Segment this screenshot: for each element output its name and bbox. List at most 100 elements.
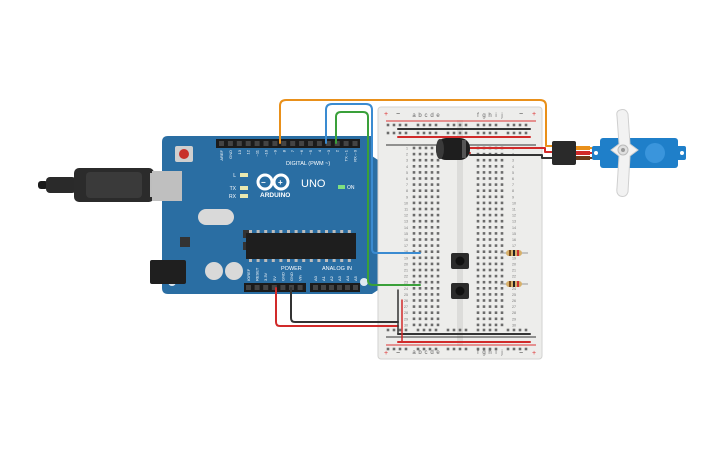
header-pin[interactable] — [353, 285, 358, 290]
capacitor — [205, 262, 223, 280]
header-pin[interactable] — [352, 141, 358, 146]
resistor[interactable] — [500, 250, 528, 256]
header-pin[interactable] — [321, 285, 326, 290]
row-number: 21 — [512, 269, 516, 273]
header-pin[interactable] — [343, 141, 349, 146]
push-button[interactable] — [451, 253, 469, 269]
row-number: 3 — [406, 159, 408, 163]
wire-green[interactable] — [335, 111, 421, 286]
row-number: 29 — [512, 317, 516, 321]
row-number: 13 — [512, 220, 516, 224]
header-pin[interactable] — [236, 141, 242, 146]
column-letter: g — [482, 113, 485, 119]
header-pin[interactable] — [254, 141, 260, 146]
column-letter: i — [495, 350, 496, 356]
header-pin[interactable] — [246, 285, 251, 290]
rail-minus-sign: − — [519, 111, 523, 118]
power-label: POWER — [281, 266, 302, 272]
power-pin-label: Vin — [298, 275, 303, 281]
header-pin[interactable] — [329, 285, 334, 290]
header-pin[interactable] — [290, 141, 296, 146]
wire-black-gnd[interactable] — [290, 287, 399, 323]
power-pin-label: RESET — [255, 267, 260, 281]
header-pin[interactable] — [316, 141, 322, 146]
analog-header — [310, 283, 360, 292]
row-number: 6 — [406, 177, 408, 181]
column-letter: f — [477, 350, 479, 356]
row-number: 20 — [512, 262, 516, 266]
row-number: 16 — [404, 238, 408, 242]
row-number: 7 — [512, 183, 514, 187]
header-pin[interactable] — [227, 141, 233, 146]
capacitor — [225, 262, 243, 280]
servo-connector[interactable] — [552, 141, 576, 165]
column-letter: c — [425, 350, 428, 356]
breadboard-holes[interactable] — [386, 123, 528, 351]
led-on — [338, 185, 345, 189]
wire-red-5v[interactable] — [275, 287, 399, 327]
header-pin[interactable] — [263, 141, 269, 146]
header-pin[interactable] — [281, 141, 287, 146]
header-pin[interactable] — [219, 141, 224, 146]
header-pin[interactable] — [345, 285, 350, 290]
push-button[interactable] — [451, 283, 469, 299]
digital-pin-label: ~6 — [299, 149, 304, 154]
header-pin[interactable] — [271, 285, 277, 290]
rail-plus-sign: + — [532, 350, 536, 357]
header-pin[interactable] — [313, 285, 318, 290]
row-number: 27 — [512, 305, 516, 309]
row-number: 26 — [404, 299, 408, 303]
header-pin[interactable] — [280, 285, 286, 290]
led-tx-label: TX — [230, 186, 237, 192]
header-pin[interactable] — [272, 141, 278, 146]
digital-pin-label: ~3 — [326, 149, 331, 154]
row-number: 4 — [512, 165, 514, 169]
header-pin[interactable] — [254, 285, 260, 290]
row-number: 19 — [512, 256, 516, 260]
header-pin[interactable] — [263, 285, 269, 290]
rail-minus-sign: − — [519, 350, 523, 357]
bottom-pin-holes — [246, 285, 358, 290]
analog-pin-label: A3 — [337, 275, 342, 281]
row-number: 12 — [512, 214, 516, 218]
row-number: 28 — [512, 311, 516, 315]
power-pin-label: 3.3V — [263, 272, 268, 281]
column-letter: h — [488, 113, 491, 119]
row-number: 14 — [512, 226, 516, 230]
servo-motor[interactable] — [552, 109, 686, 197]
header-pin[interactable] — [325, 141, 331, 146]
row-number: 11 — [404, 208, 408, 212]
row-number: 15 — [512, 232, 516, 236]
header-pin[interactable] — [297, 285, 303, 290]
header-pin[interactable] — [334, 141, 340, 146]
header-pin[interactable] — [308, 141, 313, 146]
wire-blue[interactable] — [325, 103, 421, 254]
svg-text:+: + — [278, 178, 283, 187]
row-number: 14 — [404, 226, 408, 230]
row-number: 5 — [512, 171, 514, 175]
digital-label: DIGITAL (PWM ~) — [286, 161, 330, 167]
resistor[interactable] — [500, 281, 528, 287]
row-number: 21 — [404, 269, 408, 273]
row-number: 28 — [404, 311, 408, 315]
row-number: 24 — [404, 287, 408, 291]
column-letter: j — [500, 113, 502, 119]
column-letter: d — [430, 113, 433, 119]
row-number: 30 — [512, 323, 516, 327]
column-letter: b — [418, 350, 422, 356]
electrolytic-capacitor[interactable] — [436, 138, 470, 160]
row-number: 3 — [512, 159, 514, 163]
row-number: 30 — [404, 323, 408, 327]
power-pin-label: GND — [289, 272, 294, 281]
wire-orange[interactable] — [279, 99, 563, 147]
row-number: 25 — [404, 293, 408, 297]
column-letter: b — [418, 113, 422, 119]
digital-pin-label: ~9 — [272, 149, 277, 154]
header-pin[interactable] — [299, 141, 305, 146]
header-pin[interactable] — [337, 285, 342, 290]
header-pin[interactable] — [245, 141, 251, 146]
